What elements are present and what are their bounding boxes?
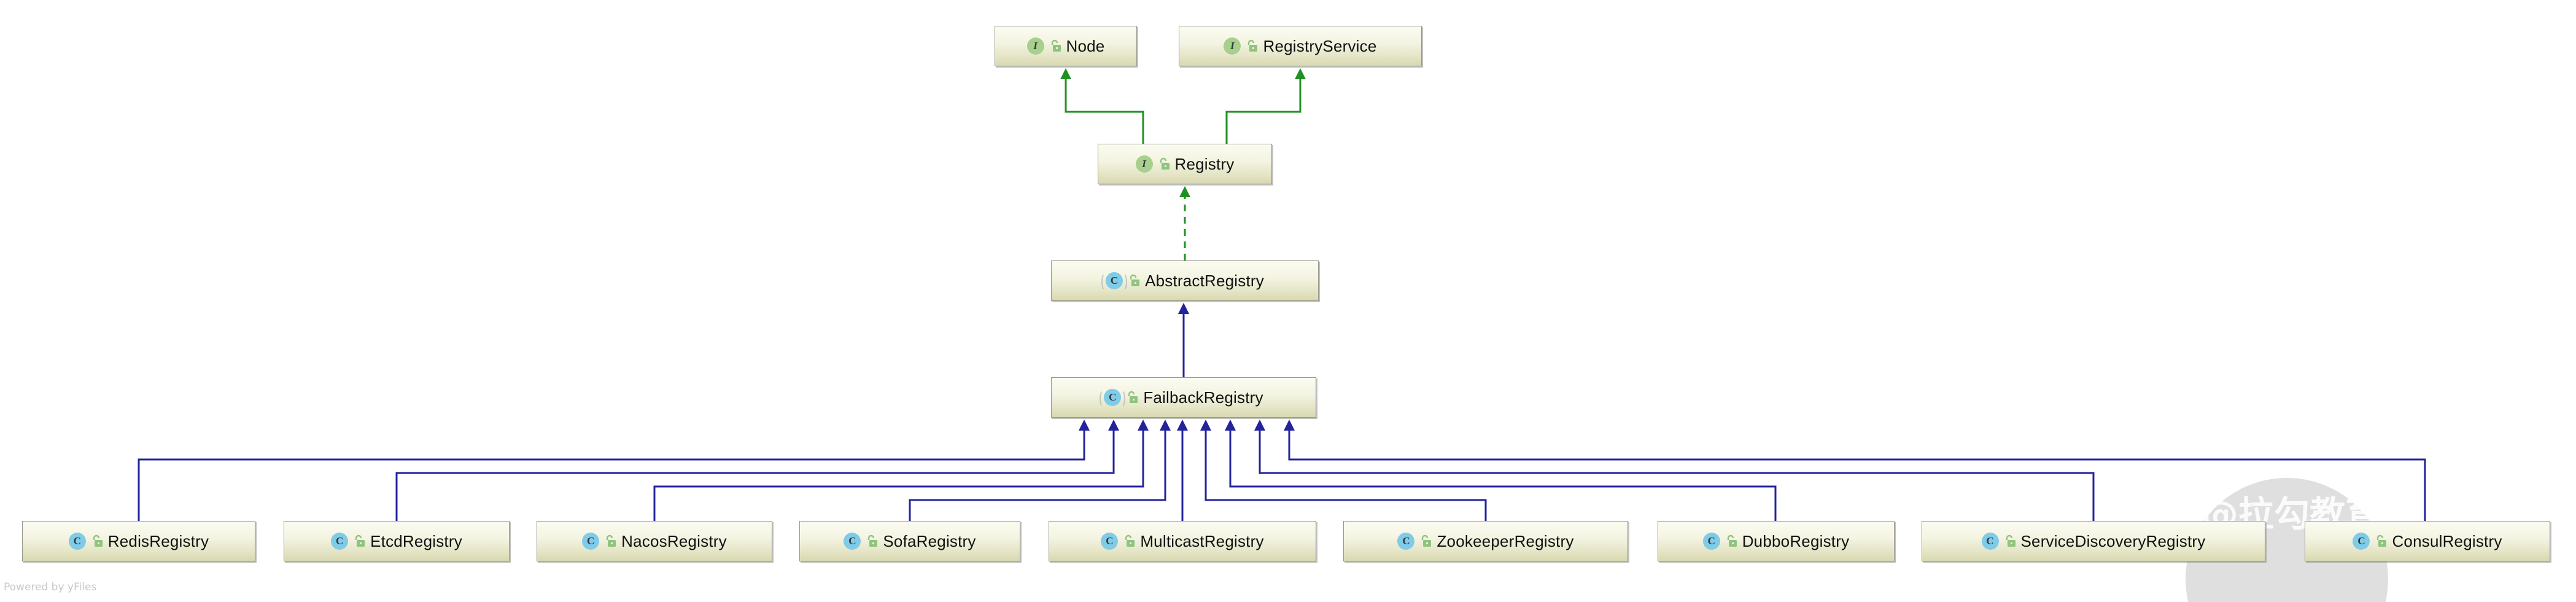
yfiles-attribution: Powered by yFiles (4, 581, 97, 593)
class-badge-icon: C (1100, 389, 1126, 408)
unlock-icon (1160, 157, 1170, 170)
unlock-icon (1051, 39, 1061, 52)
class-badge-icon: C (68, 533, 86, 550)
uml-node-registryservice[interactable]: I RegistryService (1179, 26, 1422, 66)
uml-node-label: SofaRegistry (883, 531, 976, 550)
edge-etcdregistry-to-failbackregistry (395, 420, 1119, 521)
class-badge-icon: C (1397, 533, 1415, 550)
uml-node-abstractregistry[interactable]: C AbstractRegistry (1051, 260, 1319, 301)
unlock-icon (355, 534, 365, 547)
class-badge-icon: C (1101, 533, 1119, 550)
interface-badge-icon: I (1135, 155, 1153, 173)
unlock-icon (2006, 534, 2015, 547)
unlock-icon (868, 534, 878, 547)
edge-sofaregistry-to-failbackregistry (909, 420, 1171, 521)
uml-node-label: MulticastRegistry (1140, 531, 1264, 550)
uml-node-multicastregistry[interactable]: C MulticastRegistry (1049, 521, 1316, 561)
uml-node-label: Registry (1174, 154, 1235, 173)
uml-node-label: NacosRegistry (621, 531, 727, 550)
edge-nacosregistry-to-failbackregistry (653, 420, 1149, 521)
uml-node-node[interactable]: I Node (995, 26, 1137, 66)
class-badge-icon: C (844, 533, 861, 550)
uml-node-redisregistry[interactable]: C RedisRegistry (22, 521, 255, 561)
edge-redisregistry-to-failbackregistry (138, 420, 1090, 521)
class-badge-icon: C (1981, 533, 1999, 550)
uml-node-nacosregistry[interactable]: C NacosRegistry (537, 521, 772, 561)
class-badge-icon: C (1702, 533, 1720, 550)
uml-node-consulregistry[interactable]: C ConsulRegistry (2305, 521, 2550, 561)
uml-node-sofaregistry[interactable]: C SofaRegistry (799, 521, 1020, 561)
uml-node-label: Node (1066, 36, 1105, 55)
class-badge-icon: C (582, 533, 600, 550)
uml-node-label: ServiceDiscoveryRegistry (2020, 531, 2206, 550)
edge-servicediscoveryregistry-to-failbackregistry (1254, 420, 2095, 521)
unlock-icon (1727, 534, 1737, 547)
class-badge-icon: C (331, 533, 349, 550)
uml-node-label: FailbackRegistry (1143, 388, 1263, 407)
edge-consulregistry-to-failbackregistry (1284, 420, 2426, 521)
unlock-icon (2377, 534, 2387, 547)
unlock-icon (1422, 534, 1432, 547)
unlock-icon (1248, 39, 1258, 52)
class-badge-icon: C (2353, 533, 2370, 550)
uml-node-registry[interactable]: I Registry (1098, 144, 1272, 184)
edge-zookeeperregistry-to-failbackregistry (1200, 420, 1487, 521)
unlock-icon (1128, 391, 1138, 403)
unlock-icon (1125, 534, 1135, 547)
uml-node-label: AbstractRegistry (1145, 271, 1264, 290)
edge-dubboregistry-to-failbackregistry (1225, 420, 1777, 521)
unlock-icon (1130, 274, 1140, 286)
uml-node-label: ConsulRegistry (2392, 531, 2502, 550)
edge-registry-to-node (1060, 68, 1144, 144)
uml-node-servicediscoveryregistry[interactable]: C ServiceDiscoveryRegistry (1922, 521, 2265, 561)
uml-node-label: DubboRegistry (1742, 531, 1850, 550)
uml-node-failbackregistry[interactable]: C FailbackRegistry (1051, 377, 1316, 418)
unlock-icon (93, 534, 103, 547)
uml-node-label: RegistryService (1263, 36, 1377, 55)
uml-node-zookeeperregistry[interactable]: C ZookeeperRegistry (1343, 521, 1628, 561)
uml-node-dubboregistry[interactable]: C DubboRegistry (1658, 521, 1895, 561)
uml-node-etcdregistry[interactable]: C EtcdRegistry (284, 521, 510, 561)
uml-node-label: EtcdRegistry (370, 531, 462, 550)
unlock-icon (606, 534, 616, 547)
uml-node-label: RedisRegistry (107, 531, 209, 550)
edge-registry-to-registryservice (1225, 68, 1306, 144)
uml-node-label: ZookeeperRegistry (1437, 531, 1574, 550)
interface-badge-icon: I (1224, 37, 1241, 55)
class-badge-icon: C (1101, 272, 1128, 291)
interface-badge-icon: I (1026, 37, 1044, 55)
